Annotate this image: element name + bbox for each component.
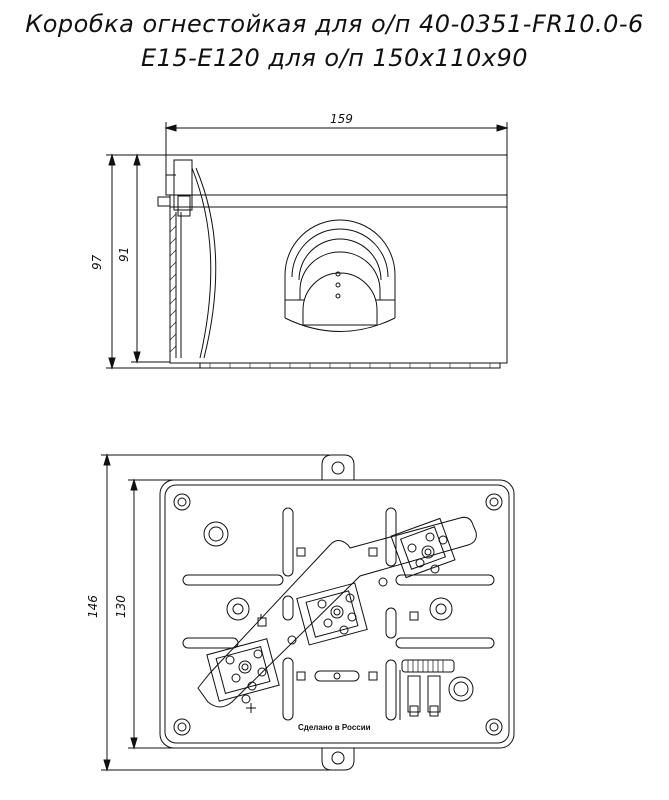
cable-gland — [284, 219, 396, 332]
dim-height-130: 130 — [114, 595, 128, 618]
terminal-block-top-right — [390, 517, 456, 579]
terminal-block-left — [206, 638, 280, 704]
dim-width-top: 159 — [330, 112, 353, 126]
drawing-title-line-2: Е15-Е120 для о/п 150х110х90 — [140, 44, 529, 72]
terminal-block-center — [296, 582, 368, 646]
made-in-russia-marking: Сделано в России — [298, 723, 371, 732]
dim-height-146: 146 — [86, 595, 100, 618]
side-view: 159 97 91 — [90, 112, 509, 370]
dim-height-97: 97 — [90, 254, 104, 270]
ground-terminal — [399, 659, 455, 720]
drawing-title-line-1: Коробка огнестойкая для о/п 40-0351-FR10… — [25, 10, 644, 38]
dim-height-91: 91 — [117, 247, 131, 262]
top-view: 146 130 — [86, 453, 515, 772]
